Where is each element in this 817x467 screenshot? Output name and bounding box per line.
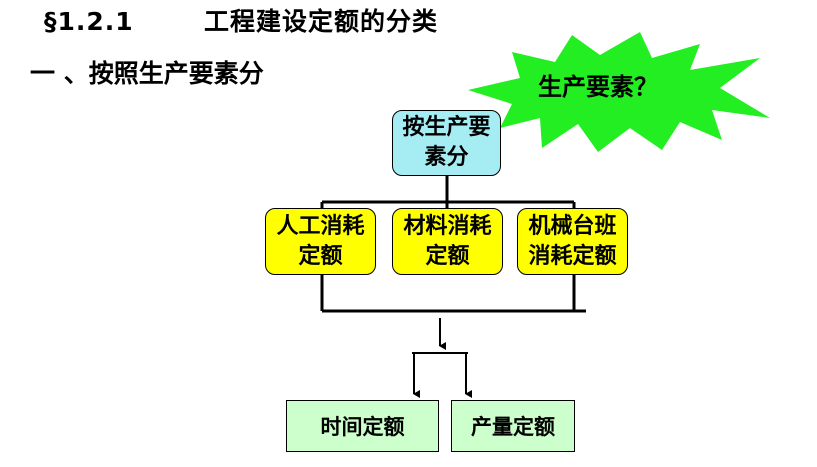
starburst-shape [468,32,770,152]
section-title: 工程建设定额的分类 [204,7,439,36]
subheading: 一 、按照生产要素分 [30,59,264,88]
callout-label: 生产要素？ [538,73,658,101]
root-node: 按生产要素分 [392,110,501,176]
section-number: §1.2.1 [44,7,134,36]
section-heading: §1.2.1 工程建设定额的分类 [44,2,438,38]
category-machine: 机械台班消耗定额 [517,208,628,275]
output-quantity-quota: 产量定额 [451,400,575,452]
category-labor: 人工消耗定额 [265,208,376,275]
category-material: 材料消耗定额 [392,208,503,275]
output-time-quota: 时间定额 [286,400,439,452]
category-machine-label: 机械台班消耗定额 [528,213,617,269]
